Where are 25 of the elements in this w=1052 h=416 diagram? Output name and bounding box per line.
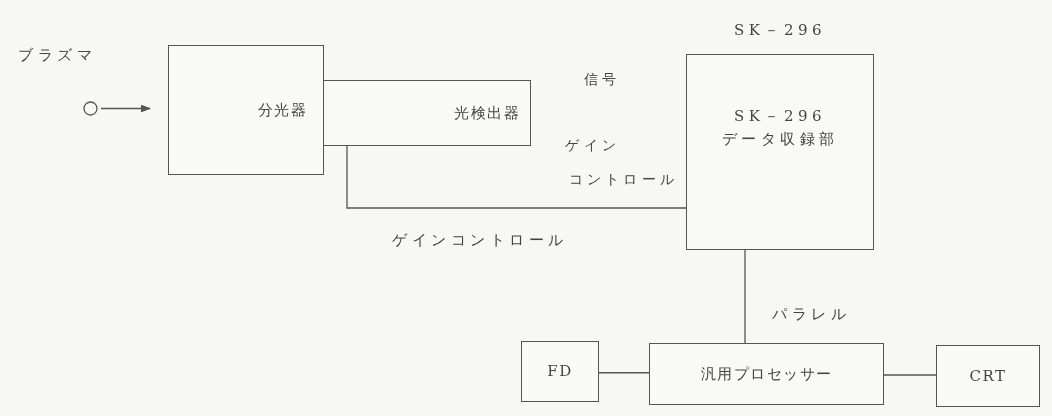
box-label: SK－296 データ収録部 [720, 106, 840, 150]
connector-line [744, 249, 746, 344]
signal-label: ゲイン [564, 136, 620, 155]
signal-label: コントロール [567, 170, 678, 189]
signal-label: 信号 [582, 70, 620, 89]
box-label: FD [547, 361, 573, 383]
process-box [168, 45, 324, 175]
edge-label: パラレル [772, 304, 850, 325]
process-box [323, 80, 531, 146]
box-label: 光検出器 [454, 102, 520, 124]
box-label: CRT [969, 365, 1007, 387]
process-box [686, 54, 874, 250]
connector-line [883, 374, 937, 376]
source-label: ブラズマ [18, 45, 96, 66]
box-heading: SK－296 [732, 20, 828, 41]
source-circle [83, 101, 98, 116]
arrow [100, 104, 152, 113]
connector-line [346, 145, 687, 209]
box-label: 汎用プロセッサー [700, 363, 833, 385]
edge-label: ゲインコントロール [392, 230, 568, 251]
process-box [649, 343, 884, 405]
box-label: 分光器 [257, 99, 307, 121]
connector-line [598, 372, 650, 374]
process-box [521, 341, 599, 402]
process-box [936, 345, 1040, 407]
